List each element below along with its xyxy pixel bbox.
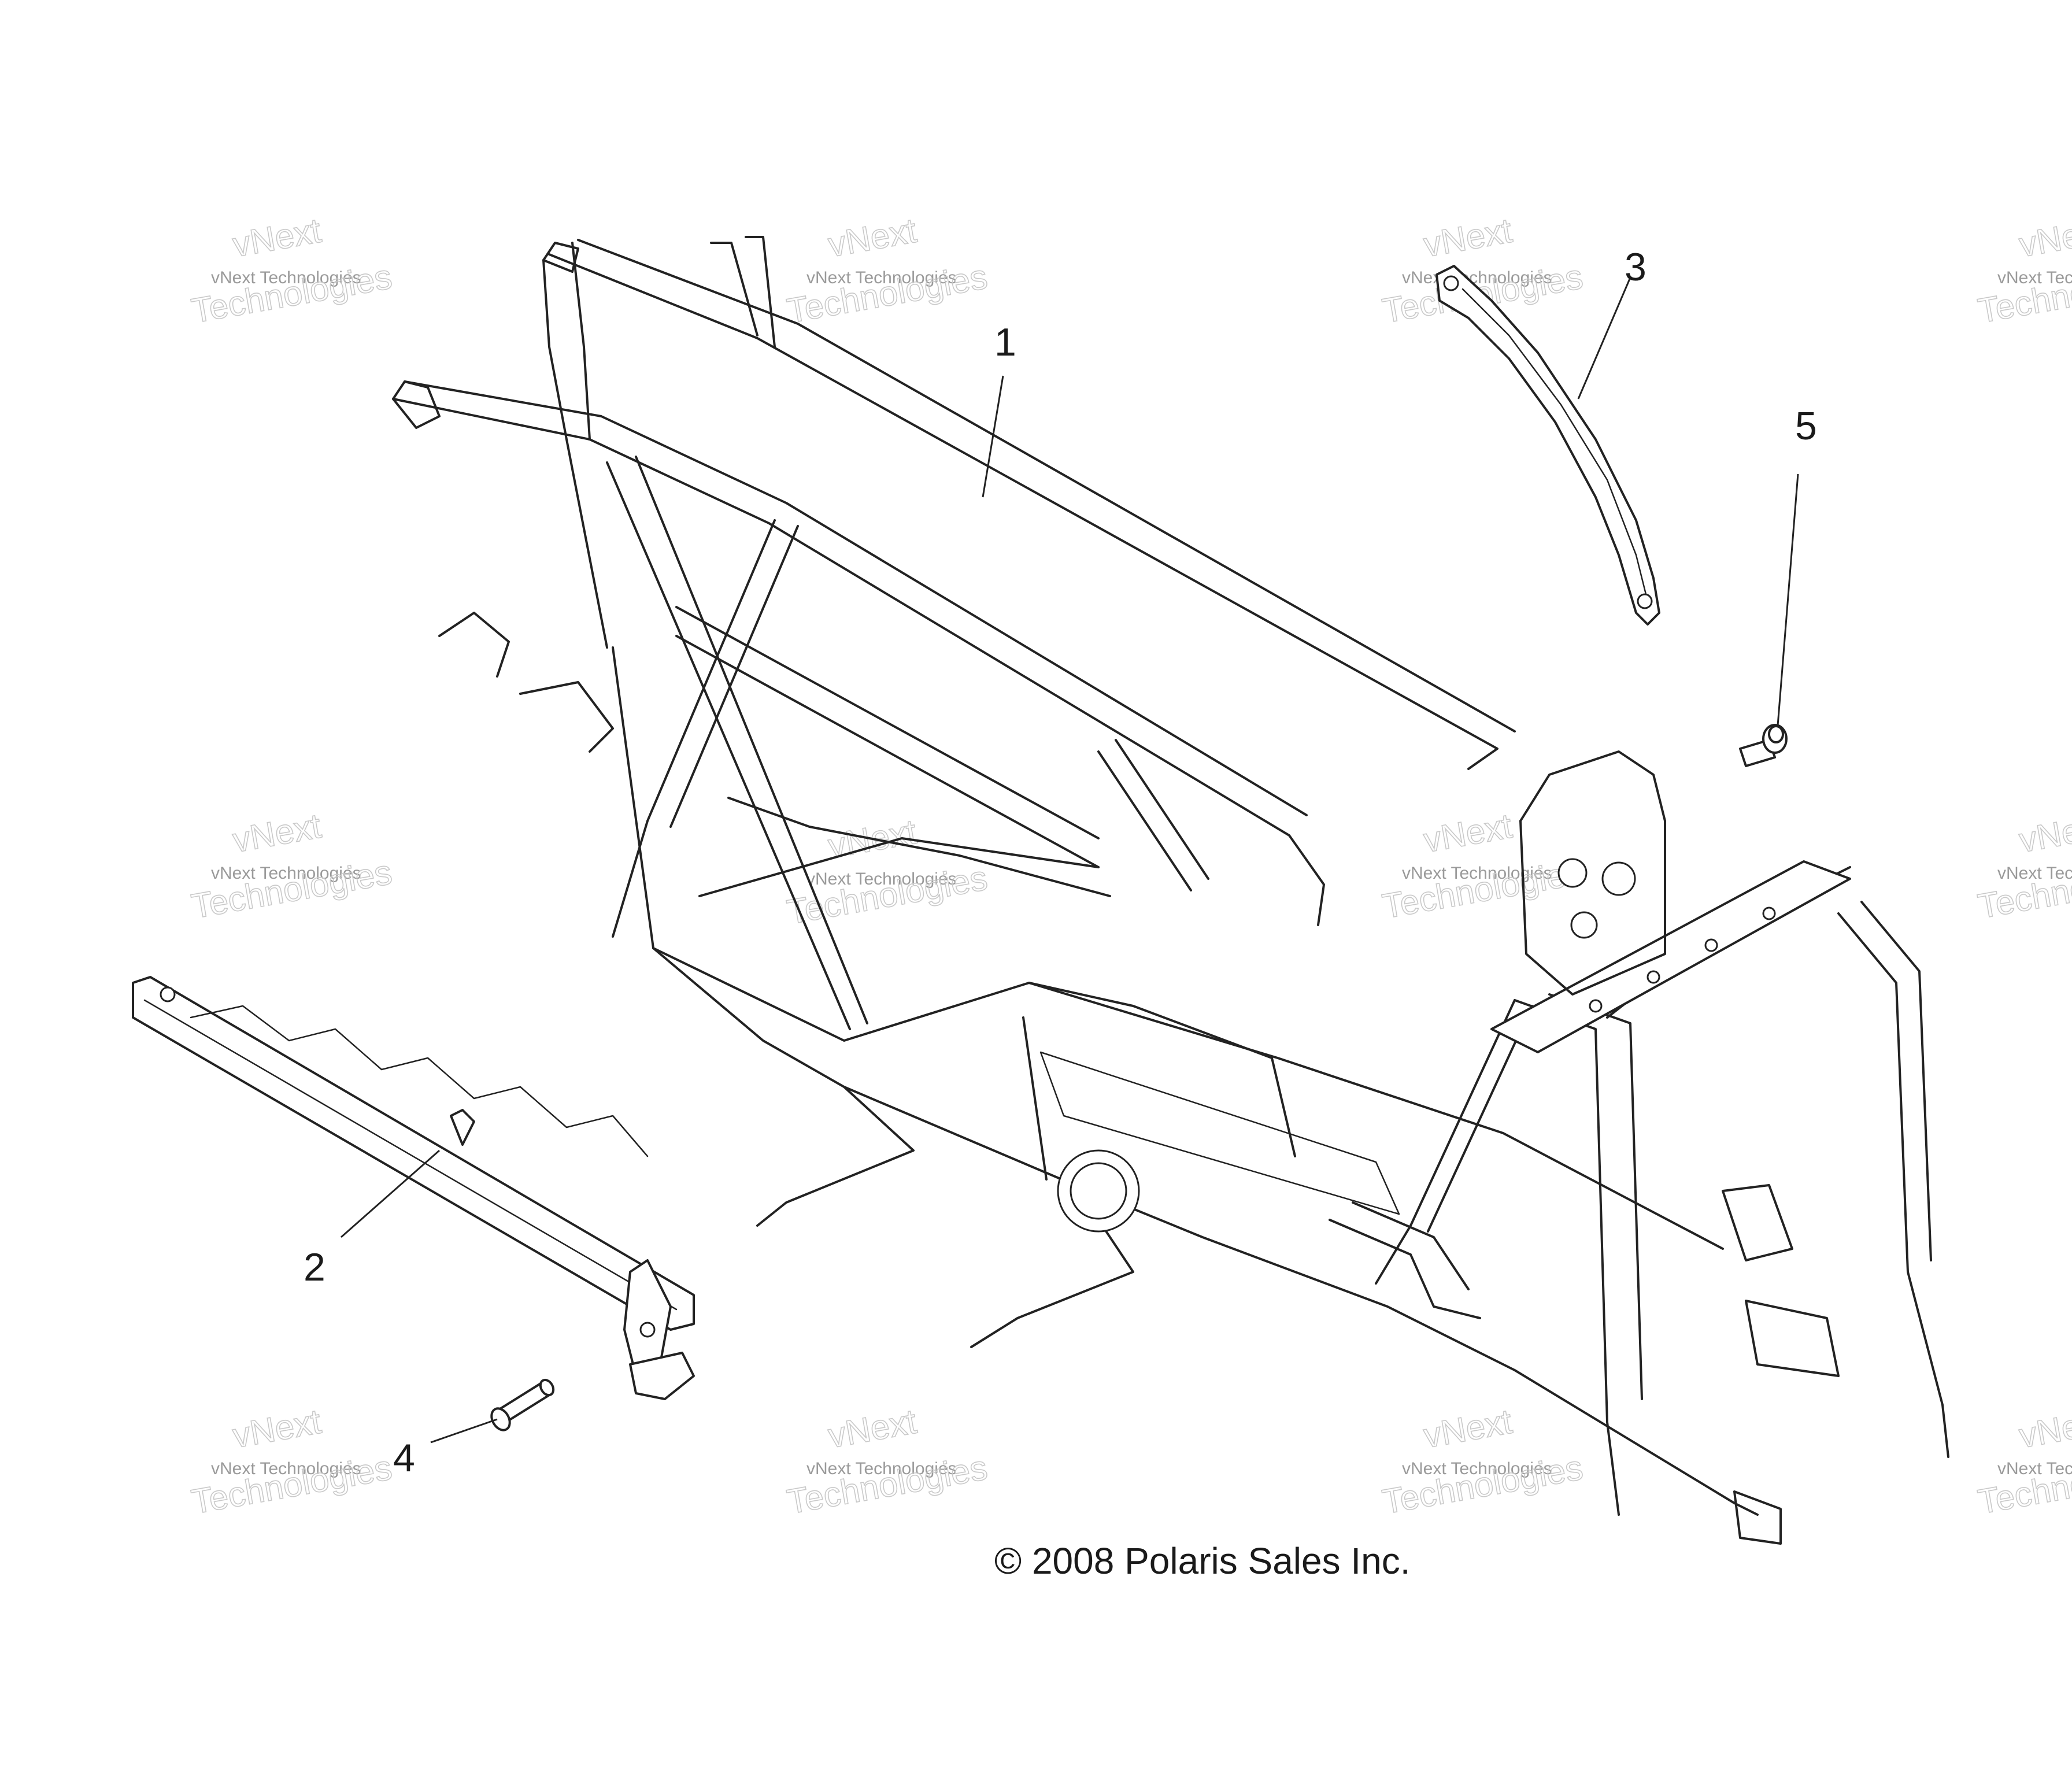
leader-line-1	[982, 375, 1004, 498]
callout-1: 1	[994, 320, 1016, 364]
watermark-line1: vNext	[230, 1402, 324, 1456]
watermark-line2: vNext Technologies	[1402, 1459, 1552, 1478]
watermark-line1: vNext	[230, 806, 324, 860]
callout-3: 3	[1625, 245, 1646, 289]
leader-line-5	[1777, 473, 1799, 726]
watermark-line1: vNext	[2016, 211, 2072, 265]
cross-member-part-2	[132, 976, 695, 1400]
watermark-line2: vNext Technologies	[211, 268, 361, 287]
watermark-line1: vNext	[230, 211, 324, 265]
watermark: vNext vNext Technologies Technologies	[783, 812, 990, 932]
leader-line-2	[341, 1149, 440, 1238]
watermark-line2: vNext Technologies	[806, 268, 957, 287]
watermark-line1: vNext	[826, 211, 920, 265]
watermark: vNext vNext Technologies Technologies	[1379, 806, 1586, 926]
watermark-line2: vNext Technologies	[1402, 268, 1552, 287]
leader-lines	[341, 277, 1799, 1444]
watermark: vNext vNext Technologies Technologies	[188, 806, 395, 926]
callout-2: 2	[304, 1245, 325, 1289]
watermark-group: vNext vNext Technologies Technologies vN…	[188, 210, 2072, 1522]
callout-4: 4	[393, 1436, 415, 1480]
copyright-text: © 2008 Polaris Sales Inc.	[994, 1540, 1411, 1582]
watermark: vNext vNext Technologies Technologies	[1379, 210, 1586, 331]
watermark-line1: vNext	[1421, 211, 1515, 265]
watermark-line2: vNext Technologies	[211, 1459, 361, 1478]
watermark-line2: vNext Technologies	[1997, 1459, 2072, 1478]
leader-line-4	[430, 1418, 498, 1444]
main-frame-part-1	[392, 236, 1949, 1545]
watermark-line2: vNext Technologies	[1402, 864, 1552, 883]
watermark-line1: vNext	[826, 1402, 920, 1456]
watermark-line2: vNext Technologies	[1997, 864, 2072, 883]
watermark: vNext vNext Technologies Technologies	[1974, 1401, 2072, 1522]
watermark: vNext vNext Technologies Technologies	[783, 210, 990, 331]
watermark-line2: vNext Technologies	[806, 1459, 957, 1478]
watermark-line1: vNext	[1421, 806, 1515, 860]
watermark-line1: vNext	[1421, 1402, 1515, 1456]
watermark-line2: vNext Technologies	[211, 864, 361, 883]
curved-brace-part-3	[1435, 265, 1660, 626]
watermark-line2: vNext Technologies	[806, 870, 957, 889]
watermark: vNext vNext Technologies Technologies	[188, 1401, 395, 1522]
watermark: vNext vNext Technologies Technologies	[1379, 1401, 1586, 1522]
bolt-part-4	[490, 1378, 555, 1431]
watermark: vNext vNext Technologies Technologies	[783, 1401, 990, 1522]
leader-line-3	[1577, 277, 1631, 399]
watermark-line2: vNext Technologies	[1997, 268, 2072, 287]
callout-5: 5	[1795, 404, 1817, 448]
watermark: vNext vNext Technologies Technologies	[1974, 210, 2072, 331]
watermark-line1: vNext	[2016, 1402, 2072, 1456]
watermark: vNext vNext Technologies Technologies	[188, 210, 395, 331]
flange-bolt-part-5	[1739, 724, 1788, 767]
watermark: vNext vNext Technologies Technologies	[1974, 806, 2072, 926]
watermark-line1: vNext	[2016, 806, 2072, 860]
